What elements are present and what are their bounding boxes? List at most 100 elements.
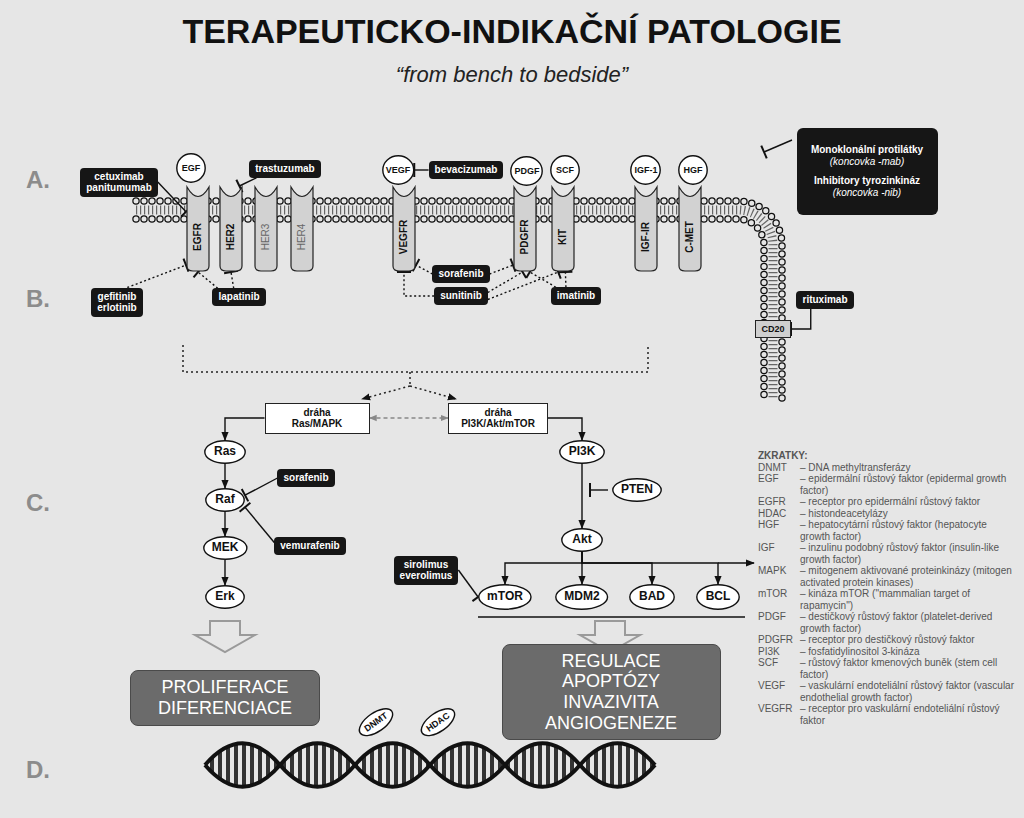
drug-box: gefitinib erlotinib — [91, 288, 142, 317]
abbreviation-meaning: – růstový faktor kmenových buněk (stem c… — [800, 657, 1016, 680]
inhibition-line — [530, 272, 556, 287]
abbreviation: mTOR — [758, 588, 798, 611]
drug-box: bevacizumab — [429, 161, 504, 179]
receptor-outline — [679, 187, 701, 271]
abbreviation: HDAC — [758, 508, 798, 520]
node-text: BCL — [706, 590, 731, 604]
outcome-box: PROLIFERACE DIFERENCIACE — [130, 670, 320, 725]
receptor: IGF-IR — [634, 186, 658, 272]
node-text: Akt — [572, 533, 591, 547]
drug-box: lapatinib — [212, 288, 265, 306]
node-text: Raf — [215, 493, 234, 507]
inhibition-line — [231, 272, 234, 288]
node-text: Monoklonální protilátky — [811, 144, 923, 156]
node-text: rituximab — [802, 294, 847, 306]
node-text: Inhibitory tyrozinkináz — [811, 175, 923, 187]
ligand-circle: SCF — [550, 155, 580, 185]
abbreviation: HGF — [758, 519, 798, 542]
receptor-outline — [552, 187, 574, 271]
dna-helix — [205, 743, 655, 787]
inhibition-line — [198, 272, 218, 288]
drug-box: cetuximab panitumumab — [80, 168, 158, 197]
inhibition-line — [488, 272, 523, 293]
antigen-box: CD20 — [755, 320, 791, 338]
receptor-bracket — [183, 345, 648, 372]
drug-box: sirolimus everolimus — [394, 556, 459, 585]
protein-oval: MDM2 — [555, 584, 608, 610]
receptor: HER4 — [290, 186, 314, 272]
receptor-outline — [635, 187, 657, 271]
inhibition-line — [490, 265, 514, 274]
abbreviation-meaning: – histondeacetylázy — [800, 508, 1016, 520]
node-text: bevacizumab — [435, 164, 498, 176]
inhibition-line — [458, 570, 478, 597]
receptor: PDGFR — [513, 186, 537, 272]
node-text: trastuzumab — [255, 163, 314, 175]
activation-arrow — [224, 464, 225, 488]
node-text: HER2 — [225, 224, 237, 251]
inhibition-line — [404, 272, 434, 296]
abbreviation-meaning: – receptor pro epidermální růstový fakto… — [800, 496, 1016, 508]
node-text: HGF — [684, 165, 703, 175]
abbreviation: EGFR — [758, 496, 798, 508]
inhibition-line — [245, 507, 274, 542]
node-text: KIT — [557, 229, 569, 245]
abbreviation-meaning: – DNA methyltransferázy — [800, 462, 1016, 474]
inhibition-symbol — [764, 140, 792, 152]
node-text: VEGFR — [398, 220, 410, 254]
abbreviation: VEGFR — [758, 703, 798, 726]
abbreviation-meaning: – vaskulární endoteliální růstový faktor… — [800, 680, 1016, 703]
oval-outline — [177, 154, 205, 182]
bracket-arrow — [410, 386, 456, 399]
inhibition-line — [488, 272, 558, 300]
node-text: REGULACE APOPTÓZY INVAZIVITA ANGIOGENEZE — [514, 651, 709, 734]
drug-box: sorafenib — [277, 469, 334, 487]
node-text: (koncovka -mab) — [811, 156, 923, 168]
abbreviation-meaning: – receptor pro vaskulární endoteliální r… — [800, 703, 1016, 726]
ligand-circle: HGF — [678, 155, 708, 185]
node-text: PDGFR — [519, 220, 531, 255]
activation-arrow — [582, 552, 652, 584]
node-text: HER3 — [260, 224, 272, 251]
row-letter: B. — [26, 285, 50, 313]
oval-outline — [630, 585, 674, 609]
ligand-circle: PDGF — [510, 156, 543, 186]
ligand-circle: VEGF — [382, 155, 415, 185]
node-text: SCF — [556, 165, 574, 175]
node-text: dráha PI3K/Akt/mTOR — [461, 407, 535, 430]
drug-box: sorafenib — [432, 265, 489, 283]
activation-arrow — [582, 552, 718, 584]
abbreviation: PI3K — [758, 646, 798, 658]
activation-arrow — [225, 418, 265, 440]
abbreviation: IGF — [758, 542, 798, 565]
row-letter: D. — [26, 756, 50, 784]
inhibition-line — [791, 309, 811, 329]
ligand-circle: IGF-1 — [630, 155, 661, 185]
node-text: IGF-IR — [640, 222, 652, 252]
receptor-outline — [514, 187, 536, 271]
lipid-tails — [136, 210, 773, 398]
node-text: C-MET — [684, 221, 696, 253]
protein-oval: Akt — [561, 528, 603, 552]
node-text: PTEN — [621, 483, 653, 497]
receptor: EGFR — [186, 186, 210, 272]
abbreviation: MAPK — [758, 565, 798, 588]
node-text: gefitinib erlotinib — [97, 291, 136, 314]
node-text: dráha Ras/MAPK — [292, 407, 343, 430]
row-letter: A. — [26, 166, 50, 194]
node-text: HER4 — [296, 224, 308, 251]
abbreviation: DNMT — [758, 462, 798, 474]
oval-outline — [479, 585, 531, 609]
node-text: sunitinib — [440, 290, 482, 302]
lipid-heads — [136, 201, 782, 398]
oval-outline — [697, 585, 739, 609]
activation-arrow — [505, 552, 582, 584]
outcome-arrow — [195, 621, 255, 652]
oval-outline — [631, 156, 660, 184]
protein-oval: BCL — [696, 584, 740, 610]
diagram-title: TERAPEUTICKO-INDIKAČNÍ PATOLOGIE — [0, 12, 1024, 51]
dna-strand — [205, 743, 655, 787]
node-text: PROLIFERACE DIFERENCIACE — [158, 677, 292, 718]
lipid-heads — [136, 201, 782, 398]
activation-arrow — [224, 560, 225, 585]
